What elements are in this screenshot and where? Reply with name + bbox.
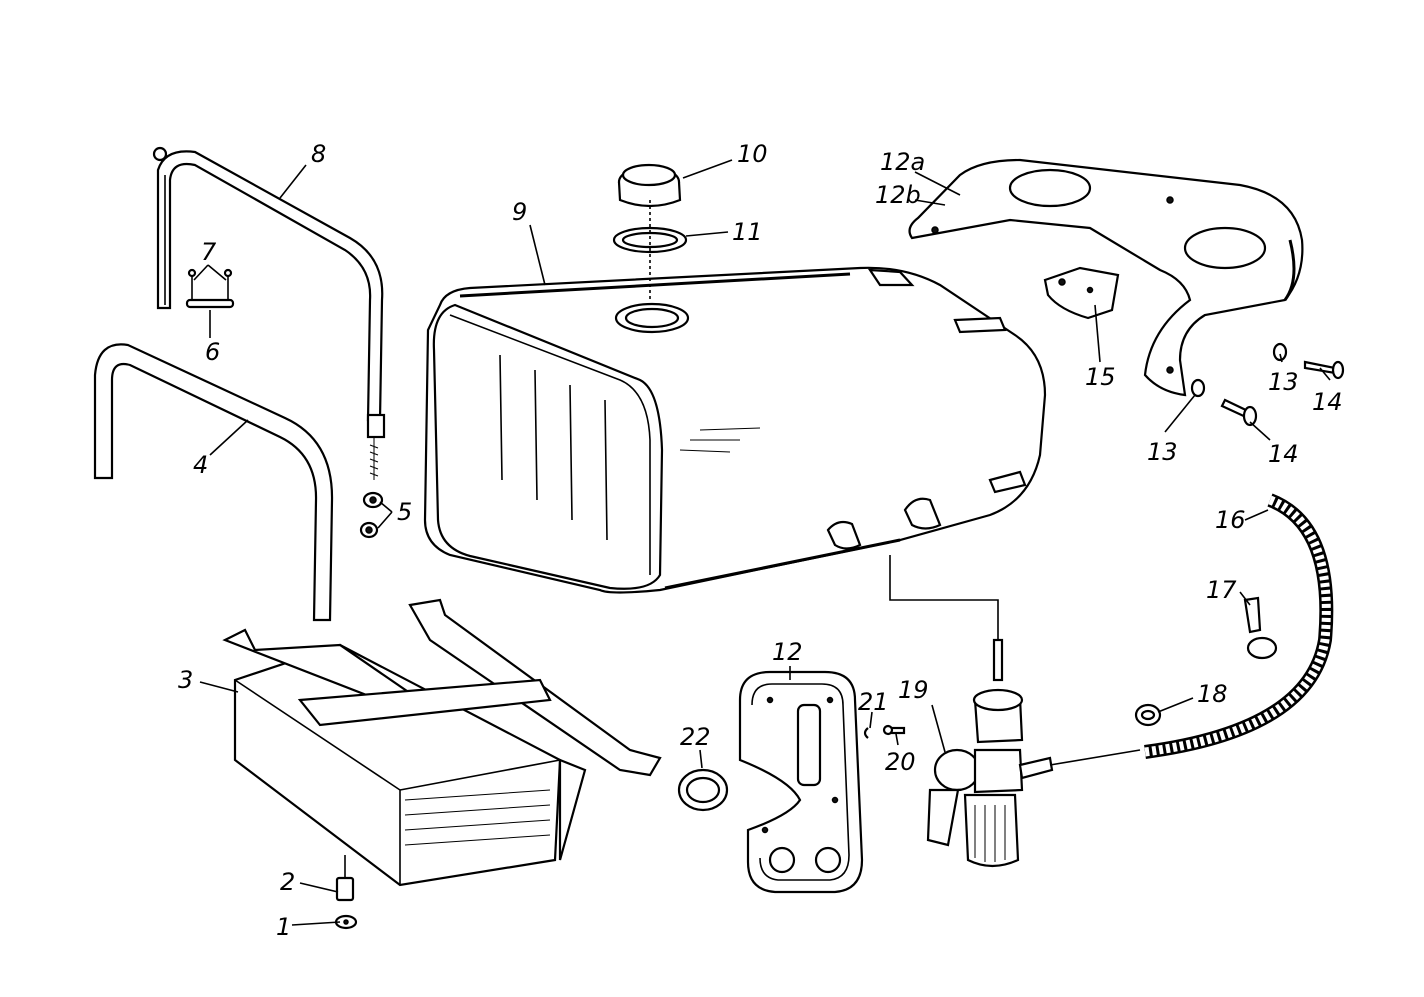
part-20-21-screw-clip	[863, 724, 906, 739]
callout-3: 3	[178, 666, 193, 694]
callout-18: 18	[1197, 680, 1228, 708]
part-10-filler-cap	[617, 163, 682, 208]
part-17-clip	[1243, 596, 1278, 660]
part-6-7-pin-clips	[185, 268, 235, 309]
part-18-hose-clamp	[1134, 703, 1162, 727]
callout-5: 5	[397, 498, 412, 526]
callout-13-lower: 13	[1147, 438, 1178, 466]
callout-13-upper: 13	[1268, 368, 1299, 396]
callout-15: 15	[1085, 363, 1116, 391]
callout-4: 4	[193, 451, 208, 479]
callout-12a: 12a	[880, 148, 925, 176]
part-12a-12b-panel	[908, 158, 1304, 397]
callout-20: 20	[885, 748, 916, 776]
callout-6: 6	[205, 338, 220, 366]
callout-12: 12	[772, 638, 803, 666]
part-13-14-fasteners	[1190, 342, 1345, 427]
part-9-fuel-tank	[423, 266, 1047, 594]
part-12-plate	[738, 670, 864, 894]
part-11-gasket	[612, 226, 688, 254]
part-3-tray	[222, 598, 662, 887]
part-8-tank-strap	[152, 146, 386, 480]
leader-lines	[193, 159, 1331, 926]
callout-10: 10	[737, 140, 768, 168]
callout-14-upper: 14	[1312, 388, 1343, 416]
callout-11: 11	[732, 218, 763, 246]
callout-17: 17	[1206, 576, 1237, 604]
part-4-lower-strap	[93, 343, 334, 622]
callout-7: 7	[201, 238, 217, 266]
callout-21: 21	[858, 688, 889, 716]
callout-12b: 12b	[875, 181, 921, 209]
callout-2: 2	[280, 868, 295, 896]
part-15-bracket	[1043, 266, 1120, 320]
callout-labels: 1 2 3 4 5 6 7 8 9 10 11 12a 12b 12 13 13…	[178, 140, 1343, 941]
callout-8: 8	[311, 140, 326, 168]
part-1-2-bolt-washer	[334, 855, 358, 930]
callout-9: 9	[512, 198, 527, 226]
callout-1: 1	[276, 913, 291, 941]
callout-22: 22	[680, 723, 711, 751]
part-5-nuts	[359, 491, 384, 539]
callout-14-lower: 14	[1268, 440, 1299, 468]
part-22-ring	[677, 768, 729, 812]
callout-16: 16	[1215, 506, 1246, 534]
part-19-fuel-cock	[889, 555, 1054, 868]
callout-19: 19	[898, 676, 929, 704]
part-16-fuel-hose	[1049, 493, 1334, 766]
